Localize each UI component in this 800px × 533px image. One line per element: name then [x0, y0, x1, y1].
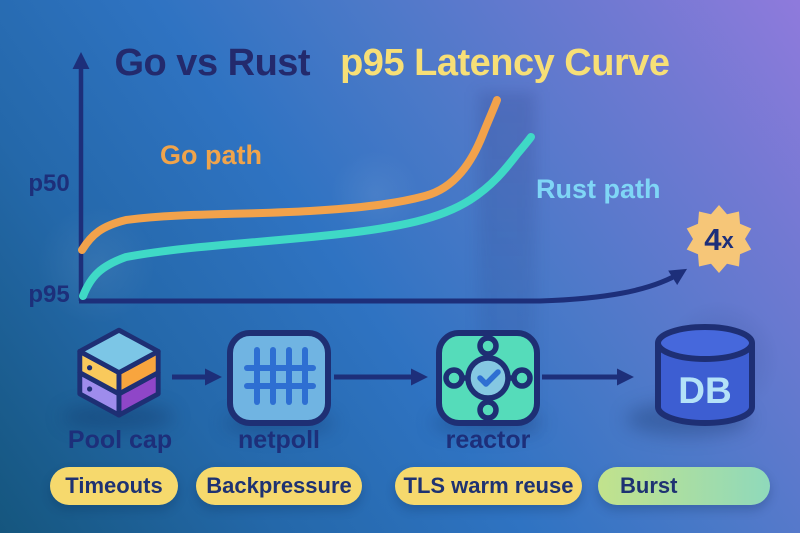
- server-stack-icon: [77, 327, 161, 418]
- tag-label: TLS warm reuse: [403, 473, 574, 498]
- go-latency-curve: [78, 96, 501, 254]
- starburst-badge: [686, 205, 752, 273]
- tag-label: Timeouts: [65, 473, 163, 498]
- tag-pill-tls-warm-reuse: TLS warm reuse: [395, 467, 582, 505]
- tag-label: Backpressure: [206, 473, 352, 498]
- tag-pill-burst: Burst: [598, 467, 770, 505]
- x-axis-growth-arrow: [79, 268, 688, 304]
- hub-check-icon: [436, 330, 540, 426]
- page-title: Go vs Rust p95 Latency Curve: [0, 42, 792, 85]
- node-label-pool-cap: Pool cap: [67, 426, 173, 454]
- title-right: p95 Latency Curve: [340, 42, 670, 84]
- node-label-reactor: reactor: [445, 426, 531, 454]
- tag-label: Burst: [620, 473, 678, 498]
- database-cylinder-icon: DB: [655, 324, 755, 426]
- tag-pill-timeouts: Timeouts: [50, 467, 178, 505]
- title-left: Go vs Rust: [114, 42, 311, 84]
- go-curve-label: Go path: [160, 140, 262, 170]
- check-icon: [477, 369, 501, 387]
- node-label-netpoll: netpoll: [238, 426, 320, 454]
- rust-latency-curve: [79, 133, 535, 300]
- y-axis-label-p50: p50: [28, 170, 70, 197]
- grid-icon: [227, 330, 331, 426]
- tag-pill-backpressure: Backpressure: [196, 467, 362, 505]
- y-axis-label-p95: p95: [28, 281, 70, 308]
- rust-curve-label: Rust path: [536, 174, 661, 204]
- db-label: DB: [678, 370, 731, 411]
- multiplier-badge-label: 4x: [704, 222, 734, 257]
